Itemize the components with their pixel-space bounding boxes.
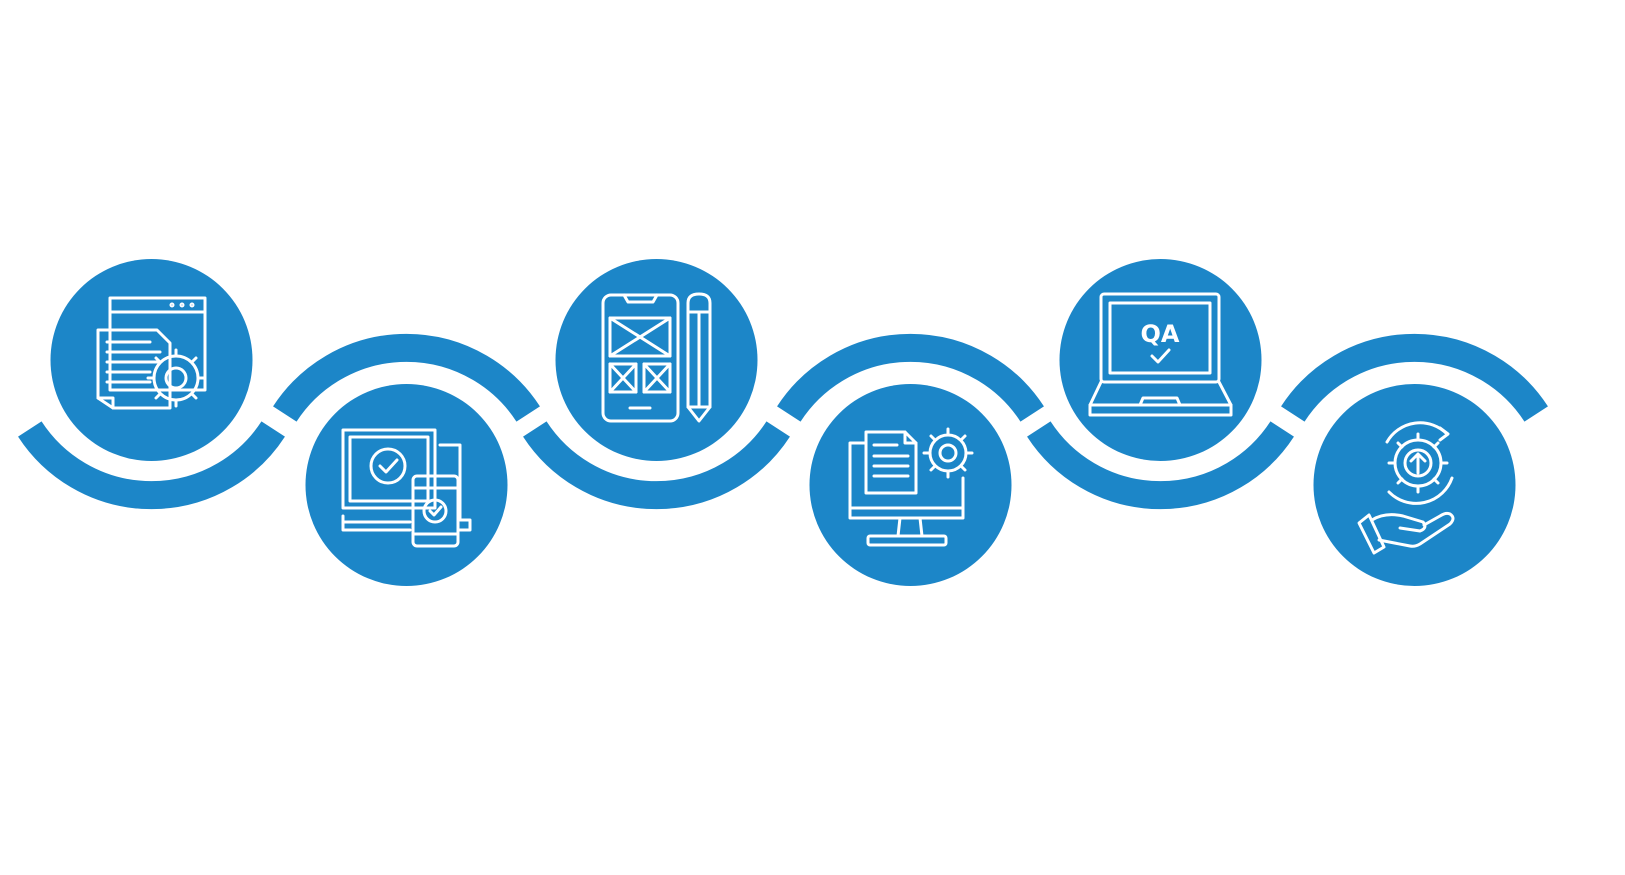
- step-circle-1: [50, 259, 253, 461]
- connector-arc-2: [273, 333, 540, 422]
- connector-arc-5: [1027, 421, 1294, 510]
- qa-label: QA: [1141, 320, 1180, 348]
- laptop-qa-icon: QA: [1088, 292, 1233, 417]
- connector-arc-3: [523, 421, 790, 510]
- wave-connectors: [18, 333, 1548, 510]
- document-gear-icon: [96, 296, 207, 410]
- computer-document-gear-icon: [848, 427, 974, 547]
- hand-gear-upgrade-icon: [1357, 421, 1455, 555]
- mobile-wireframe-pencil-icon: [601, 292, 712, 423]
- step-circle-3: [555, 259, 758, 461]
- devices-check-icon: [341, 428, 472, 548]
- step-circle-4: [809, 384, 1012, 586]
- connector-arc-1: [18, 421, 285, 510]
- step-circle-2: [305, 384, 508, 586]
- connector-arc-6: [1281, 333, 1548, 422]
- connector-arc-4: [777, 333, 1044, 422]
- step-circles: [50, 259, 1516, 586]
